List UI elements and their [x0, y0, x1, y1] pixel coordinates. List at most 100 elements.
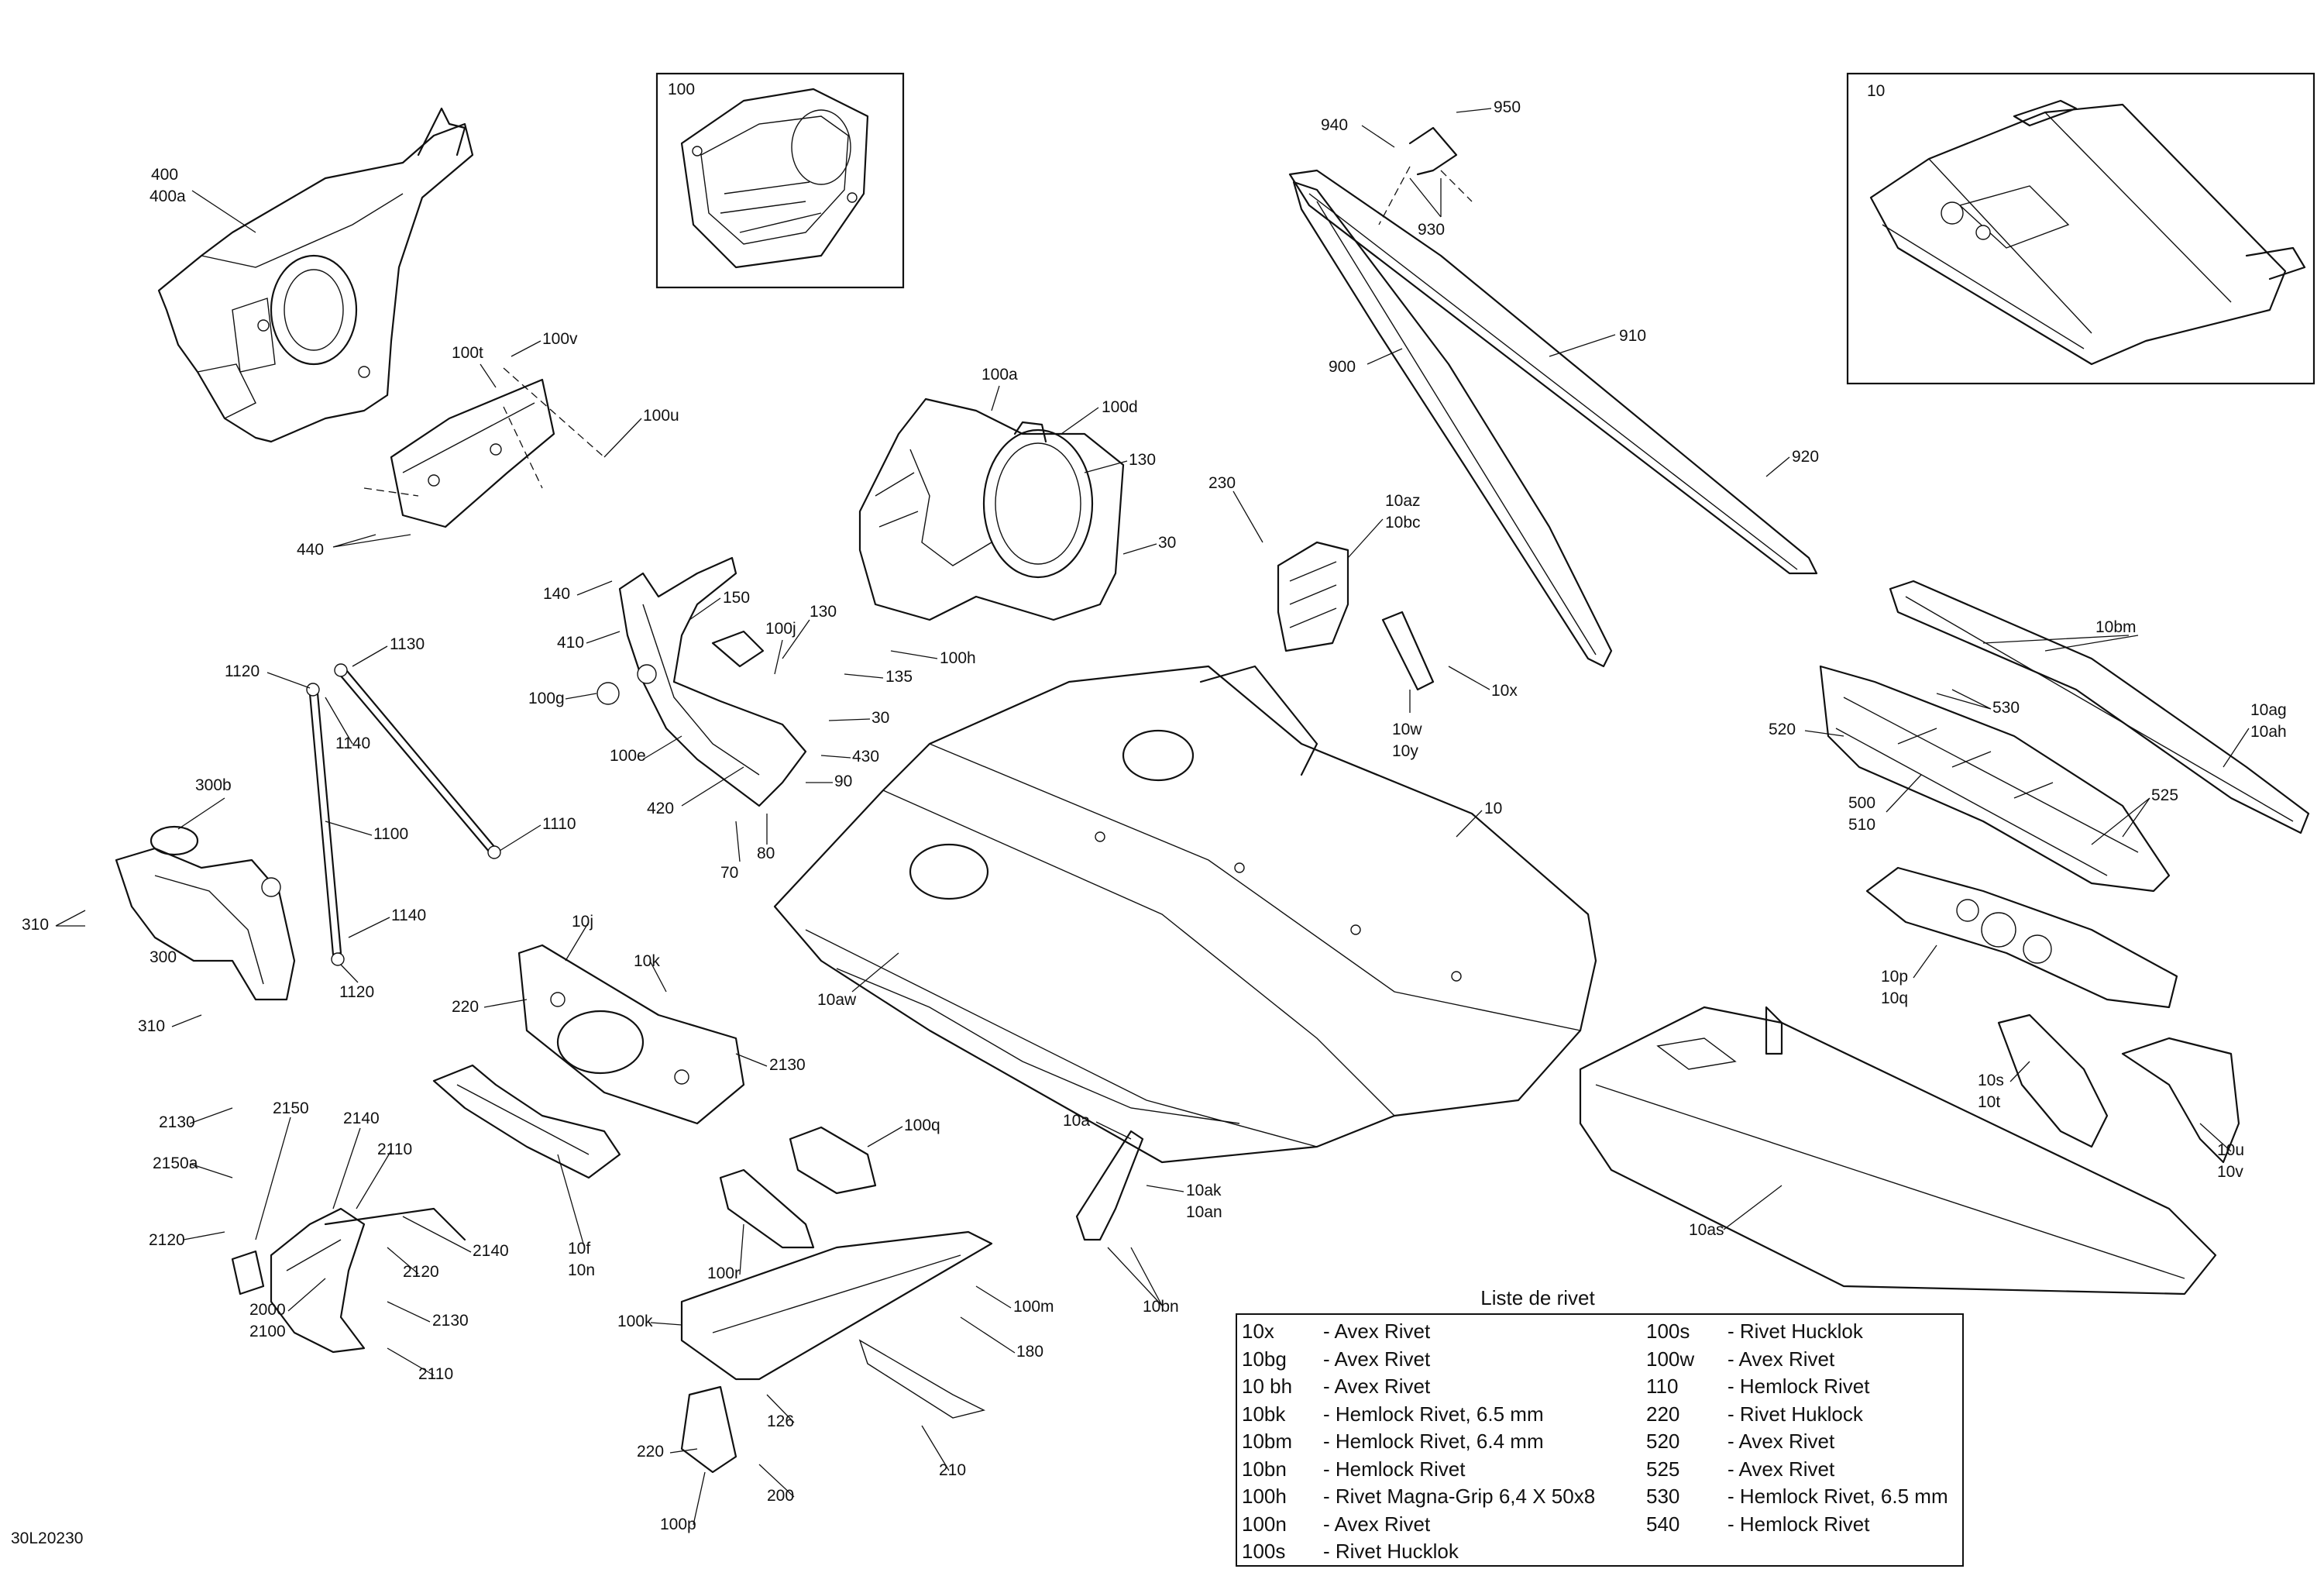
callout-labels: 100 10 400 400a 100t 100v 100u 440 100a … — [22, 81, 2287, 1533]
rivet-description: - Hemlock Rivet — [1323, 1457, 1466, 1481]
callout: 230 — [1208, 474, 1236, 492]
callout: 2000 — [249, 1301, 286, 1319]
callout: 10bn — [1143, 1298, 1179, 1316]
callout: 2140 — [473, 1242, 509, 1260]
callout: 126 — [767, 1412, 794, 1430]
part-10az-vent-panel — [1277, 541, 1435, 691]
rivet-description: - Avex Rivet — [1323, 1320, 1431, 1343]
callout: 2130 — [769, 1056, 806, 1074]
rivet-row: 100s- Rivet Hucklok — [1646, 1318, 1948, 1346]
rivet-description: - Rivet Magna-Grip 6,4 X 50x8 — [1323, 1485, 1596, 1508]
callout: 430 — [852, 748, 879, 766]
leader-lines — [55, 108, 2250, 1526]
rivet-description: - Avex Rivet — [1728, 1430, 1835, 1453]
part-100q-bracket — [719, 1126, 877, 1249]
part-10s-bracket — [1997, 1013, 2240, 1164]
diagram-code: 30L20230 — [11, 1529, 83, 1547]
callout: 420 — [647, 800, 674, 817]
part-10ag-rail — [1889, 580, 2310, 834]
callout: 80 — [757, 845, 775, 862]
callout: 1100 — [373, 825, 408, 843]
rivet-code: 220 — [1646, 1402, 1680, 1426]
callout: 10ah — [2250, 723, 2287, 741]
callout: 2110 — [418, 1365, 453, 1383]
rivet-description: - Hemlock Rivet, 6.5 mm — [1323, 1402, 1544, 1426]
rivet-description: - Avex Rivet — [1323, 1375, 1431, 1398]
part-10ak-bracket — [1075, 1130, 1144, 1241]
rivet-list-left-column: 10x- Avex Rivet 10bg- Avex Rivet 10 bh- … — [1242, 1318, 1595, 1566]
callout: 930 — [1418, 221, 1445, 239]
callout: 10aw — [817, 991, 857, 1009]
callout: 100t — [452, 344, 483, 362]
callout: 910 — [1619, 327, 1646, 345]
part-900-910-rails — [1288, 126, 1818, 668]
callout: 100u — [643, 407, 679, 425]
callout: 2150a — [153, 1154, 198, 1172]
rivet-row: 100h - Rivet Magna-Grip 6,4 X 50x8 — [1242, 1483, 1595, 1511]
callout: 100e — [610, 747, 646, 765]
part-1100-rods — [306, 663, 501, 966]
rivet-code: 110 — [1646, 1375, 1679, 1398]
rivet-code: 10bk — [1242, 1402, 1286, 1426]
callout: 140 — [543, 585, 570, 603]
part-10j-plate — [517, 944, 745, 1125]
part-400-bulkhead — [157, 107, 474, 443]
part-100e-steering-support — [596, 556, 807, 807]
rivet-code: 100w — [1646, 1347, 1695, 1371]
callout: 100a — [982, 366, 1018, 384]
part-10p-plate — [1865, 866, 2178, 1009]
rivet-description: - Avex Rivet — [1728, 1457, 1835, 1481]
callout: 100r — [707, 1264, 740, 1282]
callout: 400 — [151, 166, 178, 184]
callout: 520 — [1769, 721, 1796, 738]
callout: 310 — [22, 916, 49, 934]
callout: 100h — [940, 649, 976, 667]
callout: 100v — [542, 330, 578, 348]
callout: 10k — [634, 952, 660, 970]
inset-100-frame-drawing — [680, 88, 869, 269]
rivet-code: 10bm — [1242, 1430, 1293, 1453]
part-300-steering-post — [115, 825, 296, 1001]
callout: 300 — [150, 948, 177, 966]
rivet-description: - Avex Rivet — [1323, 1347, 1431, 1371]
rivet-description: - Rivet Hucklok — [1323, 1540, 1459, 1563]
callout: 10an — [1186, 1203, 1222, 1221]
callout: 70 — [720, 864, 738, 882]
callout: 2100 — [249, 1323, 286, 1340]
callout: 2110 — [377, 1141, 412, 1158]
callout: 10u — [2217, 1141, 2244, 1159]
rivet-description: - Hemlock Rivet, 6.4 mm — [1323, 1430, 1544, 1453]
part-10f-bracket — [432, 1064, 621, 1179]
callout: 1120 — [225, 662, 260, 680]
callout: 30 — [871, 709, 889, 727]
callout: 2150 — [273, 1099, 309, 1117]
callout: 10 — [1484, 800, 1502, 817]
callout: 2140 — [343, 1110, 380, 1127]
callout: 100j — [765, 620, 796, 638]
rivet-row: 10x- Avex Rivet — [1242, 1318, 1595, 1346]
callout: 940 — [1321, 116, 1348, 134]
rivet-list-title: Liste de rivet — [1480, 1286, 1595, 1309]
callout: 410 — [557, 634, 584, 652]
callout: 10bm — [2095, 618, 2137, 636]
rivet-code: 10bn — [1242, 1457, 1287, 1481]
callout: 10x — [1491, 682, 1518, 700]
callout: 510 — [1848, 816, 1875, 834]
part-500-running-board — [1819, 665, 2171, 893]
part-100t-bracket — [363, 367, 605, 528]
callout: 2120 — [149, 1231, 185, 1249]
rivet-description: - Hemlock Rivet, 6.5 mm — [1728, 1485, 1948, 1508]
rivet-row: 10bm - Hemlock Rivet, 6.4 mm — [1242, 1428, 1595, 1456]
rivet-row: 10bk - Hemlock Rivet, 6.5 mm — [1242, 1401, 1595, 1429]
callout: 310 — [138, 1017, 165, 1035]
rivet-row: 520- Avex Rivet — [1646, 1428, 1948, 1456]
callout: 10bc — [1385, 514, 1421, 532]
callout: 10p — [1881, 968, 1908, 986]
rivet-code: 100h — [1242, 1485, 1287, 1508]
rivet-code: 10 bh — [1242, 1375, 1293, 1398]
rivet-description: - Avex Rivet — [1323, 1512, 1431, 1536]
rivet-row: 110- Hemlock Rivet — [1646, 1373, 1948, 1401]
callout: 2120 — [403, 1263, 439, 1281]
part-100a-front-frame — [858, 397, 1125, 621]
